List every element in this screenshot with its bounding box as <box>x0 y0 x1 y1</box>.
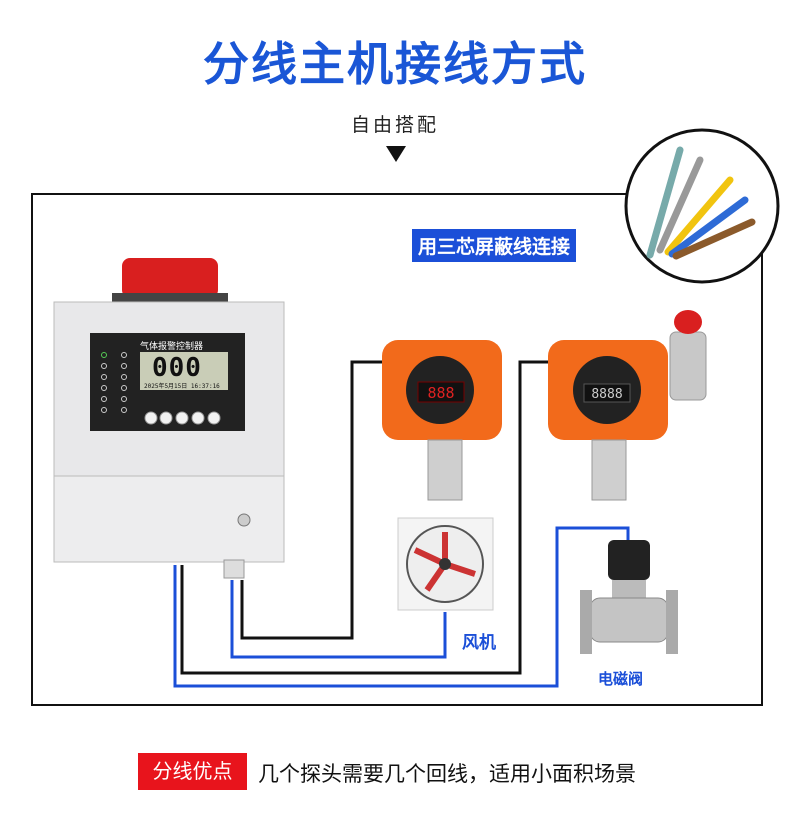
panel-title: 气体报警控制器 <box>140 342 204 352</box>
fan-icon <box>397 517 494 611</box>
lcd-screen <box>140 352 228 390</box>
key-lock-icon <box>237 513 251 527</box>
advantage-badge: 分线优点 <box>138 753 247 790</box>
solenoid-valve-icon <box>580 540 678 654</box>
page-title: 分线主机接线方式 <box>203 37 587 91</box>
gas-detector-1: 888 <box>382 340 502 501</box>
lcd-date: 2025年5月15日 16:37:16 <box>144 383 220 390</box>
down-arrow-icon <box>386 146 406 162</box>
cable-label: 用三芯屏蔽线连接 <box>412 229 577 262</box>
svg-text:8888: 8888 <box>591 387 622 402</box>
wire-fan <box>230 580 447 659</box>
controller-unit <box>53 258 285 579</box>
diagram-frame <box>31 193 763 706</box>
lcd-value: 000 <box>152 353 202 383</box>
gas-detector-2: 8888 <box>548 310 707 501</box>
valve-label: 电磁阀 <box>598 670 644 688</box>
subtitle: 自由搭配 <box>350 114 439 136</box>
shielded-cable-inset <box>624 128 780 284</box>
wire-detector-1 <box>240 360 382 640</box>
wire-valve <box>173 526 630 688</box>
alarm-light <box>122 258 218 298</box>
wire-detector-2 <box>180 360 548 675</box>
advantage-text: 几个探头需要几个回线，适用小面积场景 <box>258 762 636 786</box>
fan-label: 风机 <box>462 633 496 653</box>
svg-text:888: 888 <box>427 384 454 402</box>
